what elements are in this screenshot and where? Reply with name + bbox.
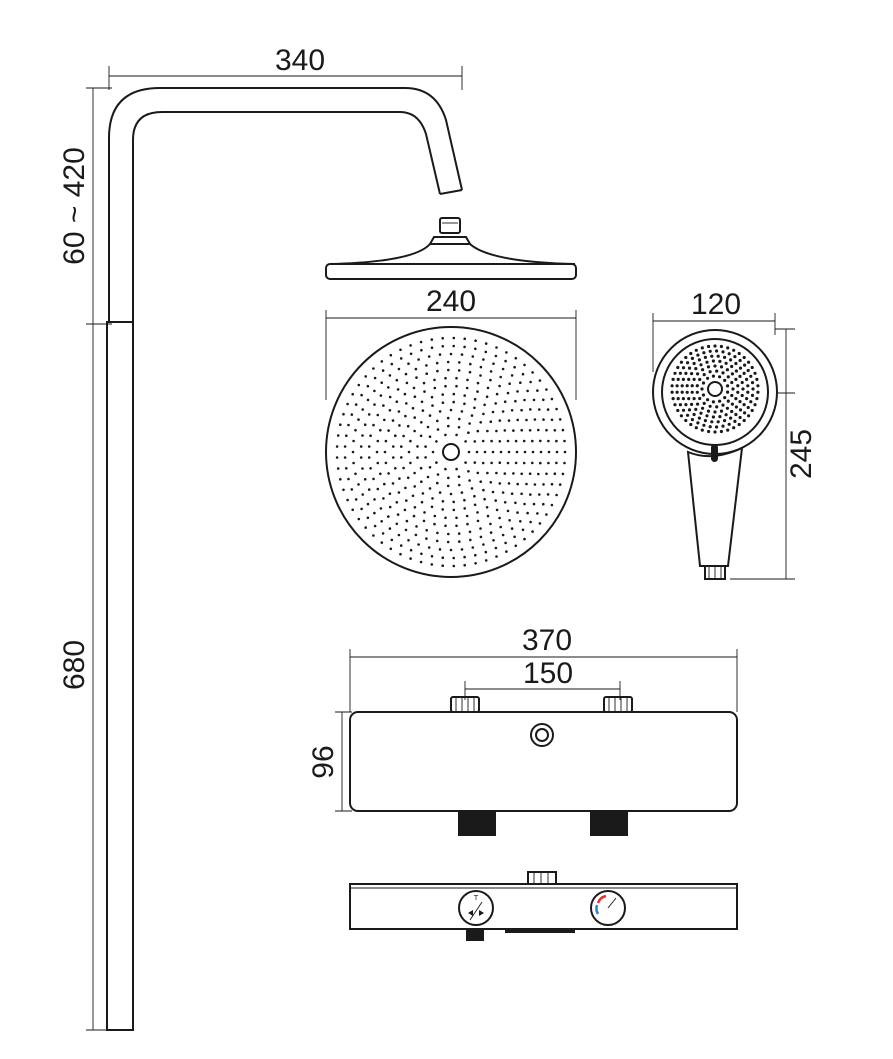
dimension-inlet-spacing: 150 bbox=[464, 657, 621, 700]
svg-text:T: T bbox=[473, 894, 479, 902]
dimension-pipe-length: 680 bbox=[58, 324, 112, 1031]
inlet-spacing-label: 150 bbox=[523, 657, 573, 690]
shower-head-top-view bbox=[325, 326, 577, 578]
dimension-arm-length: 340 bbox=[108, 44, 463, 90]
diverter-knob: T bbox=[458, 890, 494, 926]
valve-front-view bbox=[349, 696, 738, 836]
hand-nozzle-pattern bbox=[670, 344, 760, 434]
dimension-head-diameter: 240 bbox=[325, 285, 577, 400]
top-connector-left bbox=[450, 696, 480, 713]
pipe-length-label: 680 bbox=[58, 640, 91, 690]
shower-head-side-view bbox=[325, 217, 577, 280]
arm-length-label: 340 bbox=[275, 44, 325, 77]
valve-top-view: T bbox=[349, 871, 738, 941]
dimension-hand-diameter: 120 bbox=[652, 288, 776, 372]
hand-length-label: 245 bbox=[785, 429, 818, 479]
bottom-inlet-left bbox=[458, 811, 496, 836]
hand-shower bbox=[652, 329, 778, 580]
dimension-valve-height: 96 bbox=[307, 711, 352, 812]
dimension-valve-width: 370 bbox=[349, 624, 738, 712]
dimension-height-range: 60 ~ 420 bbox=[58, 87, 112, 325]
dimension-hand-length: 245 bbox=[730, 328, 818, 580]
valve-height-label: 96 bbox=[307, 745, 340, 778]
valve-width-label: 370 bbox=[522, 624, 572, 657]
head-nozzle-pattern bbox=[335, 336, 567, 568]
bottom-inlet-right bbox=[590, 811, 628, 836]
height-range-label: 60 ~ 420 bbox=[58, 147, 91, 265]
riser-pipe bbox=[106, 87, 463, 1031]
temperature-knob bbox=[590, 890, 626, 926]
hand-diameter-label: 120 bbox=[691, 288, 741, 321]
head-diameter-label: 240 bbox=[426, 285, 476, 318]
top-connector-right bbox=[603, 696, 633, 713]
